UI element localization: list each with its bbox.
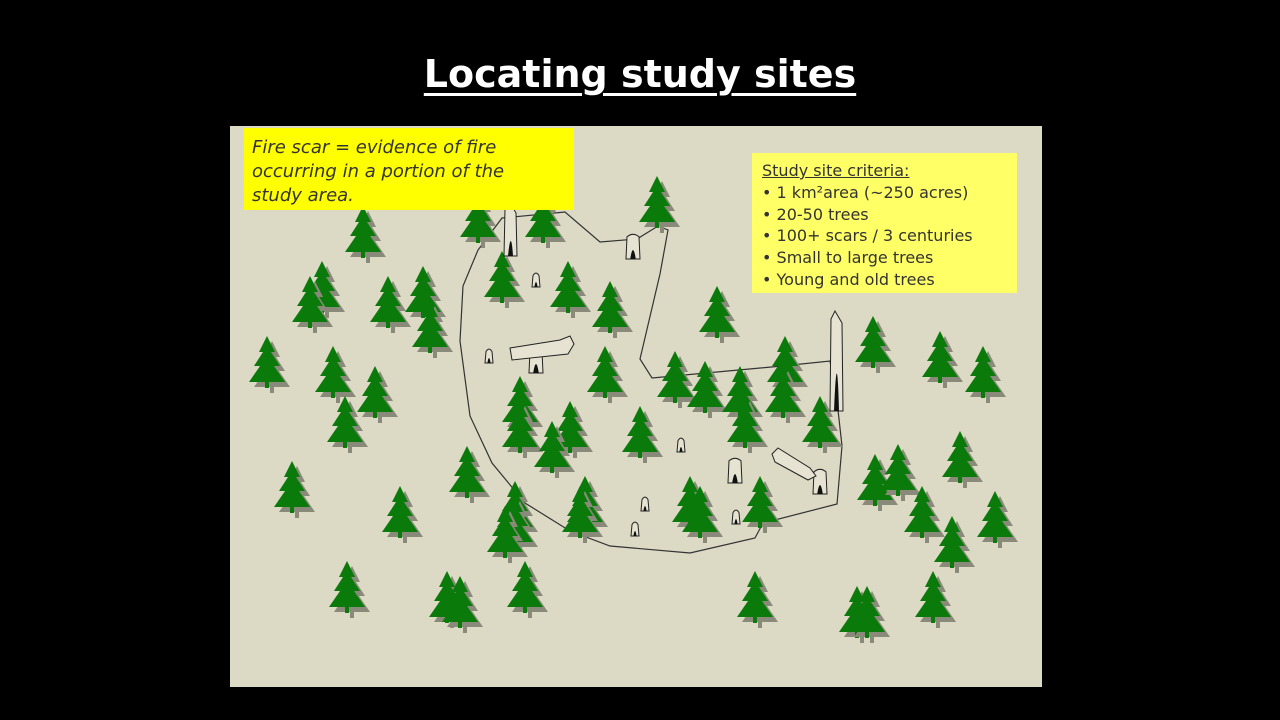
fire-scarred-stump-icon <box>731 509 741 525</box>
criteria-item: 1 km²area (~250 acres) <box>762 182 1017 204</box>
fire-scar-note-line: Fire scar = evidence of fire <box>252 137 497 158</box>
fire-scar-note-line: occurring in a portion of the <box>252 161 505 182</box>
fire-scarred-stump-icon <box>640 496 650 512</box>
slide-title: Locating study sites <box>423 52 857 96</box>
fire-scar-note: Fire scar = evidence of fire occurring i… <box>244 128 574 210</box>
scarred-snag-icon <box>829 309 844 412</box>
fire-scarred-stump-icon <box>676 437 686 453</box>
criteria-item: 20-50 trees <box>762 204 1017 226</box>
fire-scarred-stump-icon <box>625 233 641 260</box>
criteria-heading: Study site criteria: <box>762 161 910 180</box>
criteria-item: Small to large trees <box>762 247 1017 269</box>
fire-scarred-stump-icon <box>812 468 828 495</box>
fallen-log-icon <box>771 447 817 481</box>
fallen-log-icon <box>509 335 575 361</box>
fire-scarred-stump-icon <box>531 272 541 288</box>
study-site-criteria-box: Study site criteria: 1 km²area (~250 acr… <box>752 153 1017 293</box>
features-layer <box>484 199 844 537</box>
fire-scarred-stump-icon <box>484 348 494 364</box>
criteria-item: 100+ scars / 3 centuries <box>762 225 1017 247</box>
criteria-list: 1 km²area (~250 acres) 20-50 trees 100+ … <box>762 182 1017 291</box>
fire-scarred-stump-icon <box>630 521 640 537</box>
fire-scar-note-line: study area. <box>252 185 354 206</box>
criteria-item: Young and old trees <box>762 269 1017 291</box>
fire-scarred-stump-icon <box>727 457 743 484</box>
